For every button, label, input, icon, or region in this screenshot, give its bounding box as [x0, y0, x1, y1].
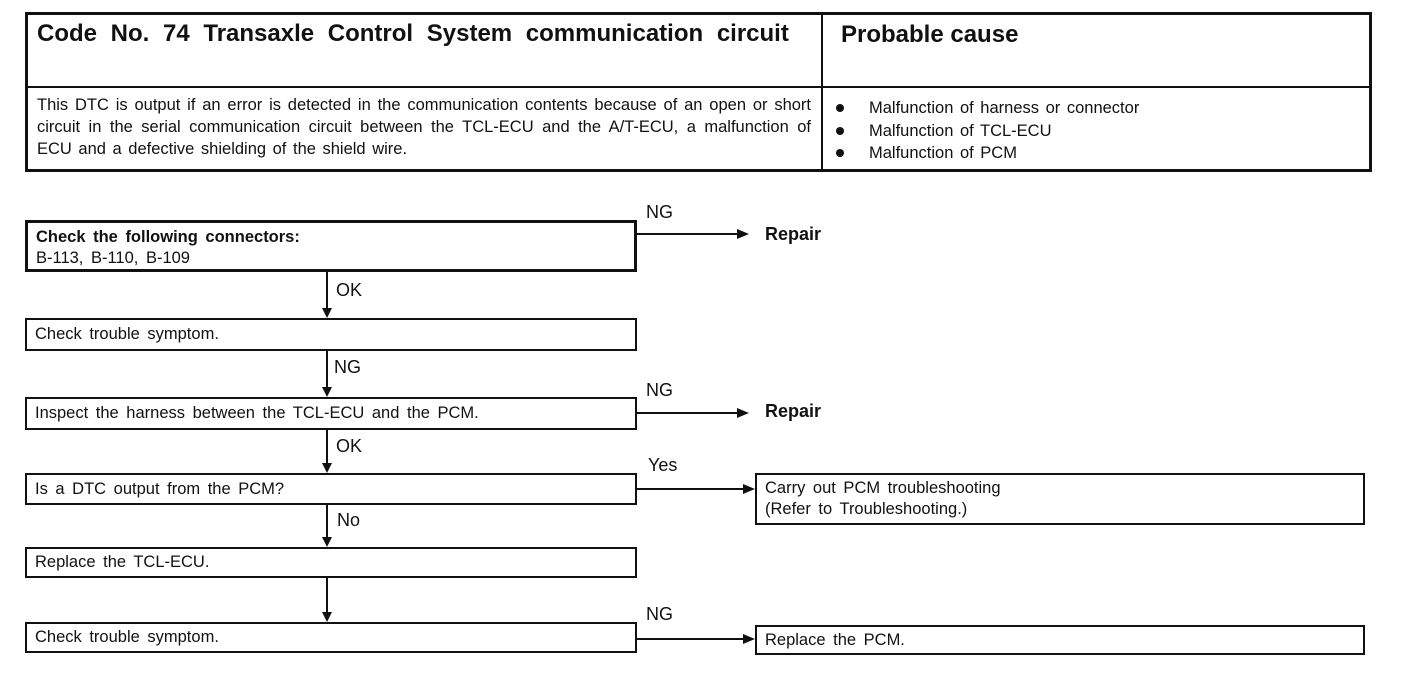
bullet-icon	[836, 126, 844, 135]
flow-step-replace-tcl-ecu: Replace the TCL-ECU.	[25, 547, 637, 578]
arrow-down-icon	[322, 430, 332, 473]
arrow-down-icon	[322, 578, 332, 622]
dtc-description: This DTC is output if an error is detect…	[28, 88, 823, 169]
probable-cause-heading: Probable cause	[823, 15, 1369, 88]
flow-step-check-connectors: Check the following connectors: B-113, B…	[25, 220, 637, 272]
arrow-right-icon	[637, 484, 755, 494]
flow-step-text: Is a DTC output from the PCM?	[35, 479, 285, 498]
flow-result-replace-pcm: Replace the PCM.	[755, 625, 1365, 655]
flow-step-text: Inspect the harness between the TCL-ECU …	[35, 404, 479, 422]
flow-step-text: Check trouble symptom.	[35, 325, 219, 343]
probable-cause-item: Malfunction of harness or connector	[833, 97, 1359, 120]
probable-cause-item: Malfunction of PCM	[833, 142, 1359, 165]
branch-label-no: No	[337, 510, 361, 530]
flow-step-text: Replace the TCL-ECU.	[35, 553, 210, 571]
probable-cause-text: Malfunction of TCL-ECU	[869, 121, 1052, 140]
flow-result-line: Replace the PCM.	[765, 630, 905, 649]
branch-label-ok: OK	[336, 436, 363, 456]
arrow-down-icon	[322, 505, 332, 547]
bullet-icon	[836, 149, 844, 157]
probable-cause-item: Malfunction of TCL-ECU	[833, 120, 1359, 143]
probable-cause-text: Malfunction of harness or connector	[869, 99, 1140, 117]
flow-result-pcm-troubleshooting: Carry out PCM troubleshooting (Refer to …	[755, 473, 1365, 525]
branch-label-yes: Yes	[648, 455, 678, 475]
arrow-down-icon	[322, 272, 332, 318]
branch-label-ok: OK	[336, 280, 363, 300]
arrow-down-icon	[322, 351, 332, 397]
flow-step-detail: B-113, B-110, B-109	[36, 249, 190, 267]
branch-label-ng: NG	[646, 604, 673, 624]
flow-step-check-symptom-2: Check trouble symptom.	[25, 622, 637, 653]
arrow-right-icon	[637, 408, 749, 418]
branch-label-ng: NG	[646, 202, 673, 222]
flow-step-inspect-harness: Inspect the harness between the TCL-ECU …	[25, 397, 637, 430]
arrow-right-icon	[637, 229, 749, 239]
probable-cause-text: Malfunction of PCM	[869, 144, 1017, 162]
arrow-right-icon	[637, 634, 755, 644]
branch-label-ng: NG	[334, 357, 361, 377]
dtc-header-table: Code No. 74 Transaxle Control System com…	[25, 12, 1372, 172]
flow-step-check-symptom-1: Check trouble symptom.	[25, 318, 637, 351]
dtc-code-title: Code No. 74 Transaxle Control System com…	[28, 15, 823, 88]
flow-step-dtc-question: Is a DTC output from the PCM?	[25, 473, 637, 505]
flow-result-repair: Repair	[765, 224, 822, 244]
bullet-icon	[836, 104, 844, 112]
flow-result-line: Carry out PCM troubleshooting	[765, 479, 1001, 497]
branch-label-ng: NG	[646, 380, 673, 400]
flow-result-repair: Repair	[765, 401, 822, 421]
flow-step-title: Check the following connectors:	[36, 228, 300, 246]
flow-result-line: (Refer to Troubleshooting.)	[765, 500, 968, 518]
probable-cause-list: Malfunction of harness or connector Malf…	[823, 88, 1369, 169]
flow-step-text: Check trouble symptom.	[35, 628, 219, 646]
